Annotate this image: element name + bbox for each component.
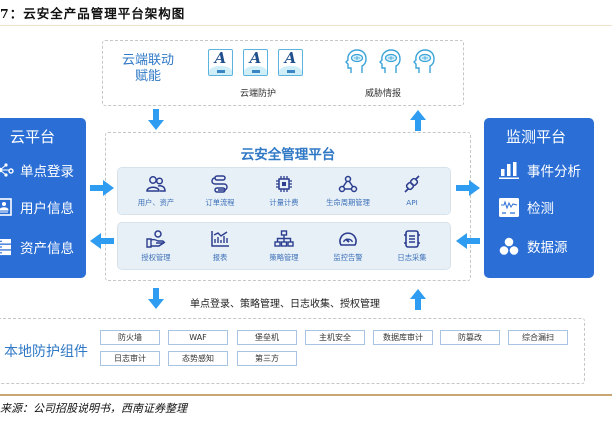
mgmt-item-label: 生命周期管理 — [326, 197, 370, 207]
arrow-right-icon — [456, 180, 480, 196]
cloud-platform-item-user-info: 用户信息 — [0, 197, 74, 217]
mgmt-item-authorization: 授权管理 — [125, 229, 187, 263]
mgmt-item-metering: 计量计费 — [253, 175, 315, 208]
cloud-platform-item-sso: 单点登录 — [0, 160, 74, 180]
shield-a-icon: A — [243, 49, 268, 76]
local-protection-title: 本地防护组件 — [4, 344, 88, 360]
plug-icon — [404, 175, 420, 193]
hand-key-icon — [146, 229, 166, 248]
mgmt-item-lifecycle: 生命周期管理 — [317, 175, 379, 208]
cloud-platform-item-label: 资产信息 — [20, 241, 74, 257]
mgmt-item-policy: 策略管理 — [253, 229, 315, 263]
component-tag: 堡垒机 — [237, 330, 297, 345]
arrow-down-icon — [148, 109, 164, 130]
component-tag: 主机安全 — [305, 330, 365, 345]
monitor-platform-item-event-analysis: 事件分析 — [499, 160, 581, 180]
cloud-platform-title: 云平台 — [10, 128, 56, 146]
mgmt-item-label: 日志采集 — [397, 252, 427, 262]
mgmt-item-label: 报表 — [212, 252, 228, 262]
bar-chart-icon — [499, 162, 519, 179]
local-protection-box — [0, 318, 585, 384]
mgmt-item-reports: 报表 — [189, 230, 251, 263]
server-rack-icon — [0, 239, 11, 256]
mgmt-item-label: 授权管理 — [141, 252, 171, 262]
report-chart-icon — [211, 230, 229, 247]
shield-a-icon: A — [278, 49, 303, 76]
figure-source: 来源：公司招股说明书，西南证券整理 — [0, 402, 187, 415]
mgmt-panel-row1: 用户、资产 订单流程 计量计费 生命周期管理 API — [117, 167, 451, 215]
brain-head-icon — [345, 49, 367, 73]
arrow-down-icon — [148, 288, 164, 309]
cloud-platform-item-label: 用户信息 — [20, 201, 74, 217]
cloud-linkage-label-line2: 赋能 — [134, 69, 161, 84]
source-divider — [0, 394, 612, 396]
mgmt-item-label: 策略管理 — [269, 252, 299, 262]
mgmt-panel-row2: 授权管理 报表 策略管理 监控告警 日志采集 — [117, 222, 451, 270]
waveform-icon — [499, 197, 519, 217]
users-icon — [146, 175, 166, 192]
mgmt-item-label: API — [406, 198, 418, 207]
figure-title: 7：云安全产品管理平台架构图 — [0, 6, 186, 21]
cloud-platform-item-label: 单点登录 — [20, 164, 74, 180]
component-tag: 防火墙 — [100, 330, 160, 345]
lifecycle-icon — [338, 175, 358, 192]
workflow-icon — [211, 174, 228, 193]
arrow-up-icon — [410, 110, 426, 131]
org-tree-icon — [274, 229, 294, 247]
monitor-platform-title: 监测平台 — [506, 128, 567, 146]
mgmt-item-label: 用户、资产 — [137, 197, 175, 207]
mgmt-item-label: 监控告警 — [333, 252, 363, 262]
monitor-platform-item-label: 事件分析 — [527, 164, 581, 180]
brain-head-icon — [379, 49, 401, 73]
mgmt-item-label: 计量计费 — [269, 197, 299, 207]
monitor-platform-item-detection: 检测 — [499, 197, 554, 217]
arrow-left-icon — [90, 233, 114, 249]
component-tag: 数据库审计 — [373, 330, 433, 345]
arrow-left-icon — [456, 233, 480, 249]
cloud-platform-panel — [0, 118, 86, 278]
mgmt-platform-box — [105, 132, 471, 281]
arrow-up-icon — [410, 289, 426, 310]
monitor-platform-item-data-source: 数据源 — [499, 236, 568, 256]
mgmt-item-users-assets: 用户、资产 — [125, 175, 187, 208]
cloud-linkage-box — [102, 40, 464, 106]
monitor-platform-item-label: 数据源 — [527, 240, 568, 256]
component-tag: 态势感知 — [168, 351, 228, 366]
mgmt-item-log-collection: 日志采集 — [381, 229, 443, 263]
shield-a-icon: A — [208, 49, 233, 76]
arrow-right-icon — [90, 180, 114, 196]
brain-head-icon — [413, 49, 435, 73]
component-tag: 综合漏扫 — [508, 330, 568, 345]
sso-network-icon — [0, 163, 14, 177]
mgmt-item-api: API — [381, 175, 443, 207]
monitor-platform-item-label: 检测 — [527, 201, 554, 217]
component-tag: 第三方 — [237, 351, 297, 366]
title-divider — [0, 25, 612, 26]
cloud-platform-item-asset-info: 资产信息 — [0, 237, 74, 257]
cloud-protection-label: 云端防护 — [240, 89, 277, 99]
log-icon — [404, 229, 420, 248]
user-card-icon — [0, 198, 12, 216]
component-tag: 日志审计 — [100, 351, 160, 366]
mgmt-item-label: 订单流程 — [205, 197, 235, 207]
cloud-linkage-label: 云端联动 赋能 — [118, 53, 178, 85]
threat-intel-label: 威胁情报 — [365, 89, 402, 99]
gauge-icon — [339, 231, 357, 246]
mgmt-item-order-flow: 订单流程 — [189, 174, 251, 208]
chip-icon — [276, 175, 292, 192]
mgmt-item-monitoring: 监控告警 — [317, 230, 379, 263]
interface-caption: 单点登录、策略管理、日志收集、授权管理 — [190, 299, 380, 310]
component-tag: WAF — [168, 330, 228, 345]
cloud-linkage-label-line1: 云端联动 — [121, 53, 174, 68]
component-tag: 防篡改 — [440, 330, 500, 345]
hexagon-cluster-icon — [499, 237, 519, 255]
mgmt-platform-title: 云安全管理平台 — [240, 147, 336, 163]
